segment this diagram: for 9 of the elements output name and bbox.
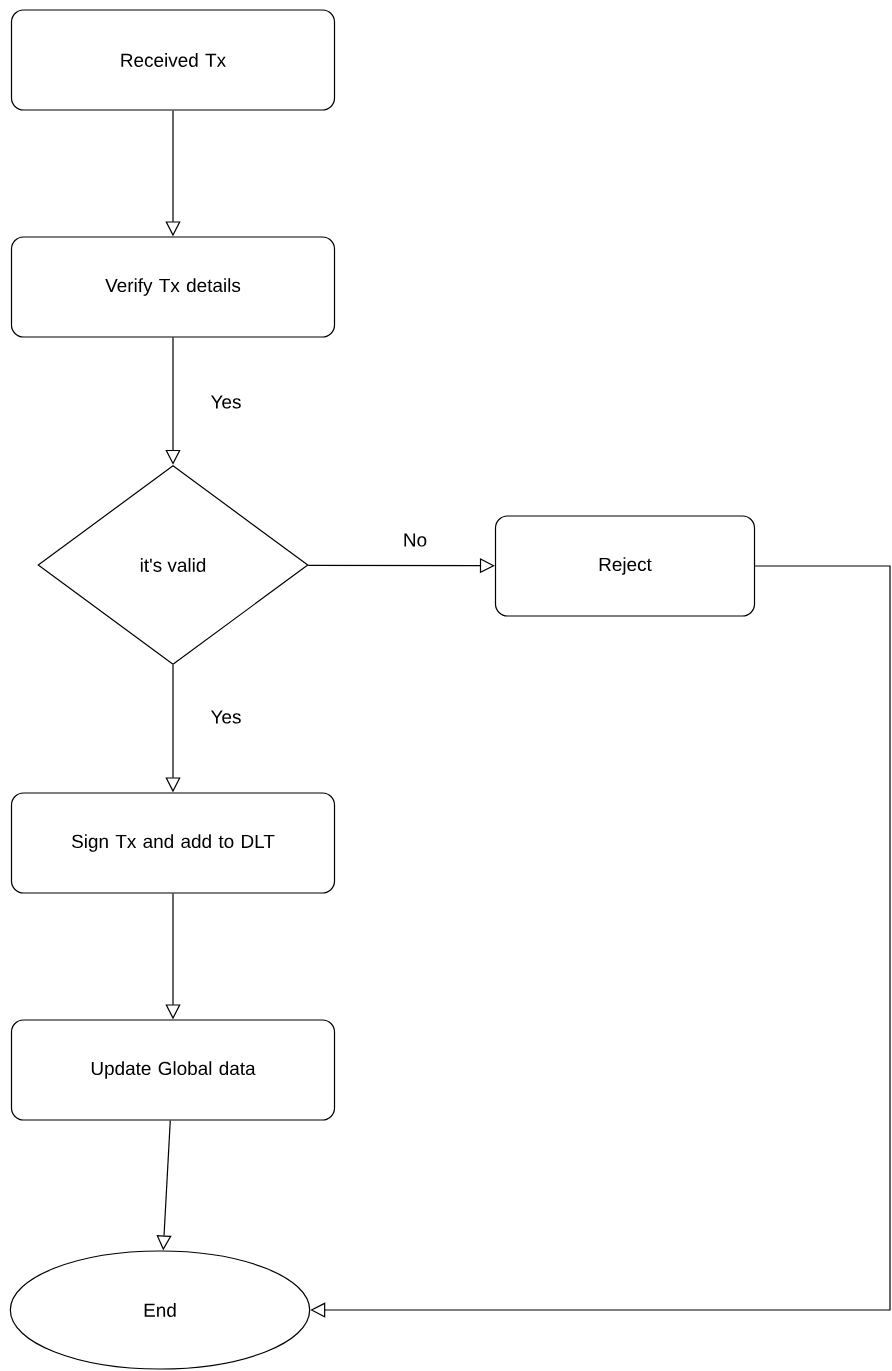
edge-label: Yes — [208, 708, 244, 726]
process-box: Update Global data — [10, 1019, 336, 1121]
edge-label: No — [400, 531, 430, 549]
process-box: Verify Tx details — [10, 236, 336, 338]
process-box: Received Tx — [10, 9, 336, 111]
process-box: Sign Tx and add to DLT — [10, 792, 336, 894]
edge-label: Yes — [208, 393, 244, 411]
process-box: Reject — [494, 515, 756, 617]
arrow — [165, 337, 181, 465]
